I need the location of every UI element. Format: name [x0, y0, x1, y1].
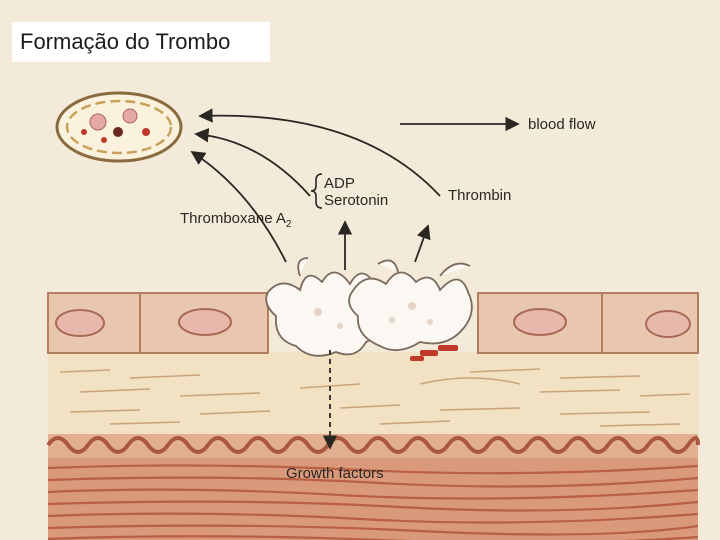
label-serotonin: Serotonin: [324, 192, 388, 209]
label-thrombin: Thrombin: [448, 187, 511, 204]
page-title: Formação do Trombo: [12, 22, 270, 62]
platelet-granules: [314, 302, 433, 329]
platelet-aggregate: [265, 257, 473, 357]
elastic-band: [48, 432, 698, 458]
red-cells: [410, 345, 458, 361]
intima-layer: [48, 352, 698, 434]
intima-fibers: [59, 368, 691, 427]
label-thromboxane-main: Thromboxane A: [180, 210, 286, 227]
label-blood-flow: blood flow: [528, 116, 596, 133]
brace: [310, 173, 323, 209]
label-thromboxane: Thromboxane A2: [180, 210, 292, 230]
arrow-icon: [190, 108, 520, 450]
label-growth-factors: Growth factors: [286, 465, 384, 482]
platelet-icon: [55, 91, 183, 163]
cell-nuclei: [55, 308, 691, 338]
label-thromboxane-sub: 2: [286, 219, 292, 230]
muscle-fibers: [47, 464, 699, 540]
label-adp: ADP: [324, 175, 355, 192]
elastic-lamina: [46, 436, 700, 454]
